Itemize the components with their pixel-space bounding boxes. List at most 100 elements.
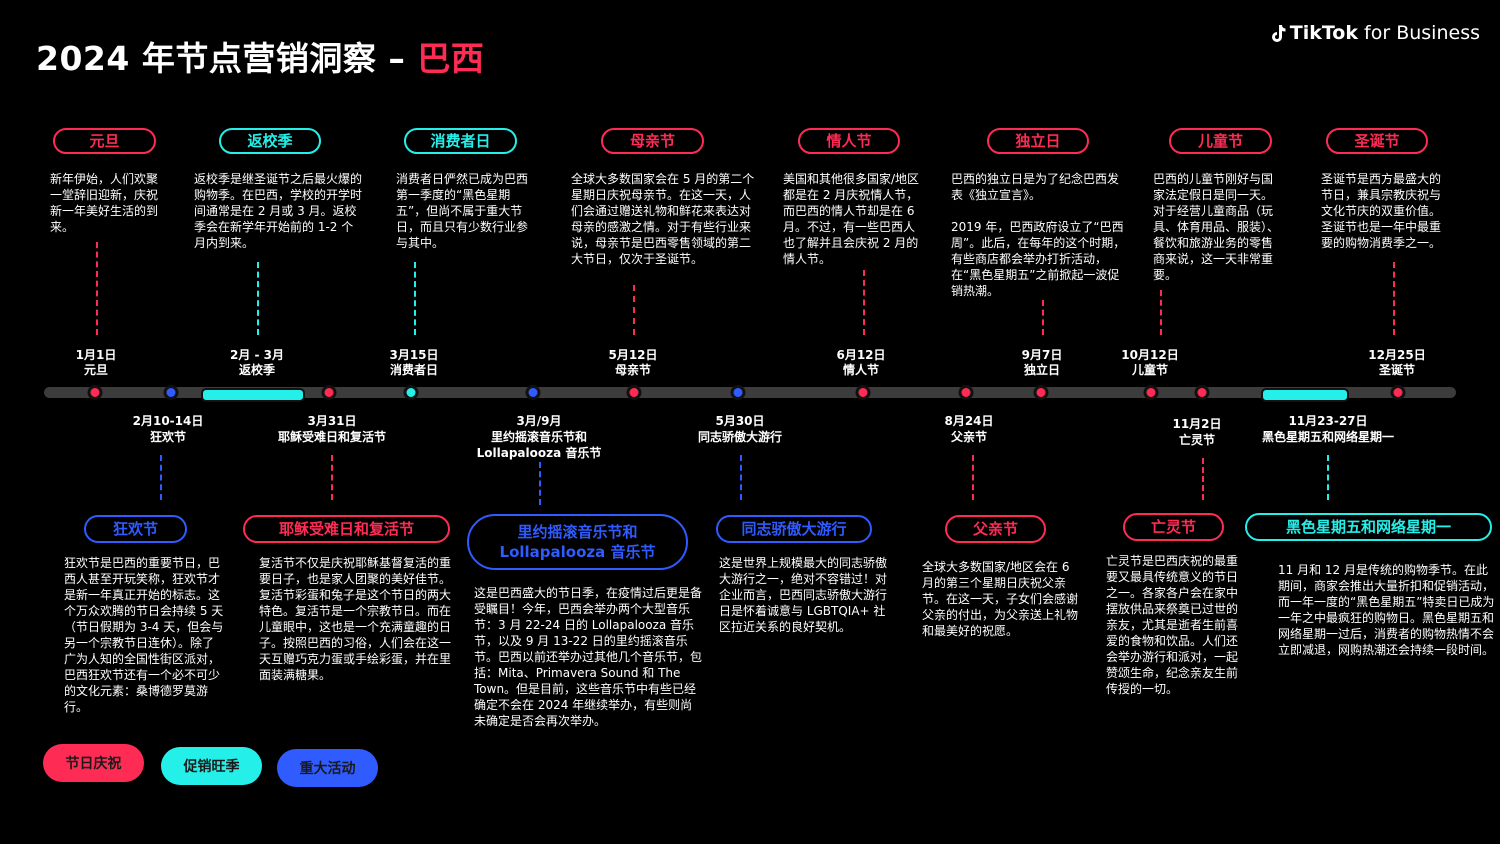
- event-pill-bottom[interactable]: 里约摇滚音乐节和 Lollapalooza 音乐节: [467, 514, 688, 570]
- event-date-label: 亡灵节: [1178, 433, 1216, 447]
- dashed-connector: [863, 270, 865, 335]
- timeline-dot[interactable]: [1033, 385, 1049, 400]
- event-description: 消费者日俨然已成为巴西第一季度的“黑色星期五”，但尚不属于重大节日，而且只有少数…: [396, 172, 529, 250]
- event-date: 1月1日: [75, 348, 117, 362]
- event-date: 2月 - 3月: [229, 348, 285, 362]
- event-date: 3月15日: [389, 348, 439, 362]
- event-date: 6月12日: [836, 348, 886, 362]
- event-description: 新年伊始，人们欢聚一堂辞旧迎新，庆祝新一年美好生活的到来。: [50, 172, 159, 234]
- title-text: 2024 年节点营销洞察 –: [36, 39, 418, 78]
- event-date: 11月2日: [1172, 417, 1222, 431]
- event-date-label: 父亲节: [950, 430, 988, 444]
- event-pill-top[interactable]: 消费者日: [404, 128, 517, 154]
- event-date: 2月10-14日: [132, 414, 204, 428]
- timeline-range[interactable]: [201, 388, 305, 402]
- dashed-connector: [972, 455, 974, 500]
- timeline-track: [44, 387, 1456, 398]
- event-pill-top[interactable]: 圣诞节: [1326, 128, 1428, 154]
- event-pill-top[interactable]: 情人节: [798, 128, 900, 154]
- timeline-dot[interactable]: [163, 385, 179, 400]
- event-pill-bottom[interactable]: 黑色星期五和网络星期一: [1245, 513, 1492, 541]
- legend-holiday[interactable]: 节日庆祝: [43, 744, 144, 782]
- event-date: 3月31日: [307, 414, 357, 428]
- event-description: 全球大多数国家/地区会在 6 月的第三个星期日庆祝父亲节。在这一天，子女们会感谢…: [922, 560, 1079, 638]
- dashed-connector: [96, 242, 98, 335]
- event-pill-bottom[interactable]: 狂欢节: [84, 515, 187, 543]
- timeline-dot[interactable]: [855, 385, 871, 400]
- dashed-connector: [740, 455, 742, 500]
- event-date-label: 同志骄傲大游行: [697, 430, 783, 444]
- dashed-connector: [257, 262, 259, 335]
- event-date-label: 情人节: [842, 363, 880, 377]
- event-description: 巴西的儿童节刚好与国家法定假日是同一天。对于经营儿童商品（玩具、体育用品、服装）…: [1153, 172, 1280, 282]
- event-pill-bottom[interactable]: 亡灵节: [1123, 513, 1224, 541]
- timeline-dot[interactable]: [1390, 385, 1406, 400]
- event-date-label: 返校季: [238, 363, 276, 377]
- event-date-label: 里约摇滚音乐节和 Lollapalooza 音乐节: [476, 430, 602, 460]
- timeline-dot[interactable]: [730, 385, 746, 400]
- event-description: 狂欢节是巴西的重要节日，巴西人甚至开玩笑称，狂欢节才是新一年真正开始的标志。这个…: [64, 556, 224, 714]
- title-country: 巴西: [417, 39, 485, 78]
- event-description: 全球大多数国家会在 5 月的第二个星期日庆祝母亲节。在这一天，人们会通过赠送礼物…: [571, 172, 755, 266]
- timeline-dot[interactable]: [403, 385, 419, 400]
- brand-name: TikTok: [1289, 22, 1358, 44]
- dashed-connector: [1202, 458, 1204, 500]
- event-date: 12月25日: [1368, 348, 1426, 362]
- event-description: 美国和其他很多国家/地区都是在 2 月庆祝情人节，而巴西的情人节却是在 6 月。…: [783, 172, 920, 266]
- event-date: 8月24日: [944, 414, 994, 428]
- event-pill-bottom[interactable]: 父亲节: [945, 515, 1046, 543]
- dashed-connector: [539, 462, 541, 505]
- dashed-connector: [1393, 262, 1395, 335]
- event-date: 9月7日: [1021, 348, 1063, 362]
- event-date-label: 狂欢节: [149, 430, 187, 444]
- event-date-label: 圣诞节: [1378, 363, 1416, 377]
- dashed-connector: [160, 455, 162, 500]
- timeline-dot[interactable]: [321, 385, 337, 400]
- event-pill-top[interactable]: 母亲节: [601, 128, 704, 154]
- event-description: 返校季是继圣诞节之后最火爆的购物季。在巴西，学校的开学时间通常是在 2 月或 3…: [194, 172, 363, 250]
- event-pill-top[interactable]: 元旦: [53, 128, 156, 154]
- legend-event[interactable]: 重大活动: [277, 749, 378, 787]
- timeline-range[interactable]: [1261, 388, 1349, 402]
- dashed-connector: [331, 455, 333, 500]
- event-date: 3月/9月: [516, 414, 562, 428]
- event-date-label: 儿童节: [1131, 363, 1169, 377]
- legend-promo[interactable]: 促销旺季: [161, 747, 262, 785]
- timeline-dot[interactable]: [525, 385, 541, 400]
- event-date-label: 元旦: [83, 363, 109, 377]
- dashed-connector: [1160, 290, 1162, 335]
- dashed-connector: [414, 262, 416, 335]
- timeline-dot[interactable]: [87, 385, 103, 400]
- event-date-label: 消费者日: [389, 363, 439, 377]
- brand-suffix: for Business: [1358, 22, 1480, 44]
- timeline-dot[interactable]: [1194, 385, 1210, 400]
- event-pill-top[interactable]: 独立日: [987, 128, 1089, 154]
- tiktok-note-icon: [1271, 24, 1286, 42]
- page-title: 2024 年节点营销洞察 – 巴西: [36, 32, 484, 80]
- event-description: 11 月和 12 月是传统的购物季节。在此期间，商家会推出大量折扣和促销活动，而…: [1278, 563, 1495, 657]
- event-date: 10月12日: [1121, 348, 1179, 362]
- event-date-label: 独立日: [1023, 363, 1061, 377]
- event-description: 圣诞节是西方最盛大的节日，兼具宗教庆祝与文化节庆的双重价值。圣诞节也是一年中最重…: [1321, 172, 1442, 250]
- event-description: 这是世界上规模最大的同志骄傲大游行之一，绝对不容错过！对企业而言，巴西同志骄傲大…: [719, 556, 888, 634]
- dashed-connector: [1327, 455, 1329, 500]
- event-date-label: 耶稣受难日和复活节: [277, 430, 387, 444]
- timeline-dot[interactable]: [958, 385, 974, 400]
- event-pill-top[interactable]: 儿童节: [1169, 128, 1272, 154]
- dashed-connector: [633, 285, 635, 335]
- event-date: 5月30日: [715, 414, 765, 428]
- event-description: 这是巴西盛大的节日季，在疫情过后更是备受瞩目！今年，巴西会举办两个大型音乐节：3…: [474, 586, 703, 728]
- event-pill-bottom[interactable]: 耶稣受难日和复活节: [243, 515, 450, 543]
- event-pill-top[interactable]: 返校季: [219, 128, 321, 154]
- timeline-dot[interactable]: [1143, 385, 1159, 400]
- event-description: 巴西的独立日是为了纪念巴西发表《独立宣言》。 2019 年，巴西政府设立了“巴西…: [951, 172, 1126, 298]
- event-date-label: 母亲节: [614, 363, 652, 377]
- tiktok-business-logo: TikTok for Business: [1270, 22, 1480, 44]
- event-date: 11月23-27日: [1288, 414, 1368, 428]
- event-date: 5月12日: [608, 348, 658, 362]
- event-description: 亡灵节是巴西庆祝的最重要又最具传统意义的节日之一。各家各户会在家中摆放供品来祭奠…: [1106, 554, 1239, 696]
- event-pill-bottom[interactable]: 同志骄傲大游行: [716, 515, 872, 543]
- timeline-dot[interactable]: [626, 385, 642, 400]
- event-date-label: 黑色星期五和网络星期一: [1261, 430, 1395, 444]
- event-description: 复活节不仅是庆祝耶稣基督复活的重要日子，也是家人团聚的美好佳节。复活节彩蛋和兔子…: [259, 556, 452, 682]
